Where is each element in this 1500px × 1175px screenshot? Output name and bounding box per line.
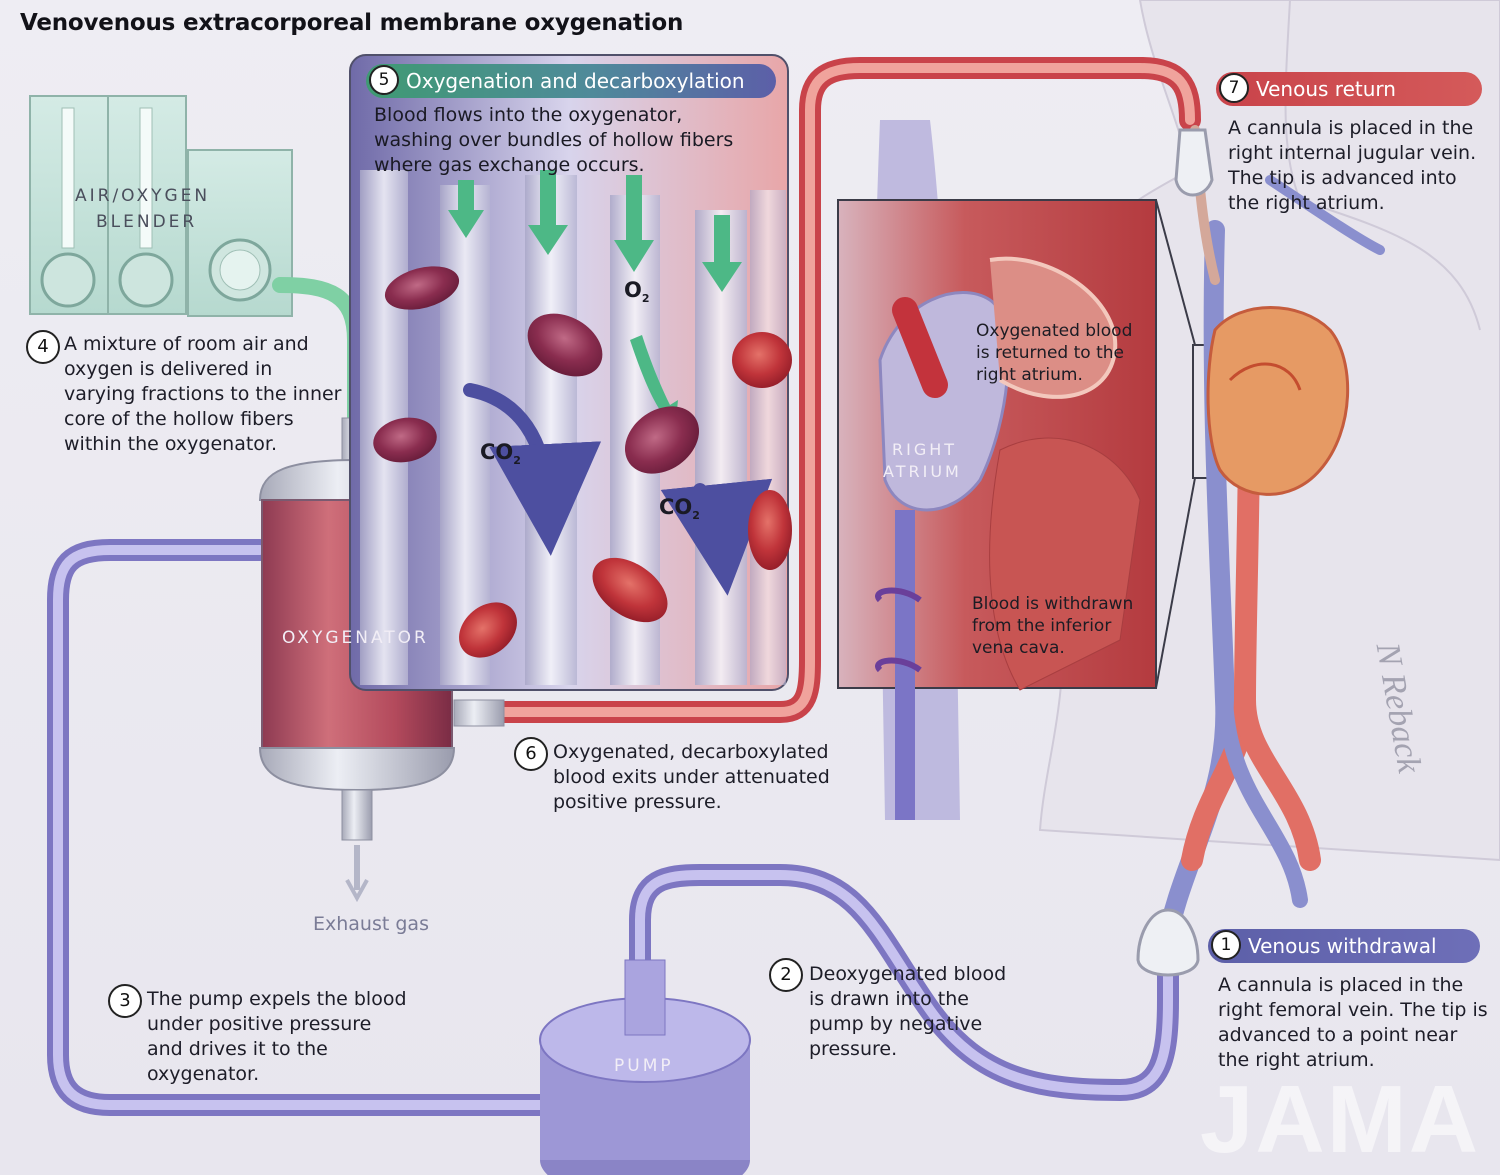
jugular-cannula [1174,128,1214,197]
step-5-number: 5 [369,65,399,95]
venous-tubing [47,539,1179,1116]
jama-watermark: JAMA [1200,1066,1481,1173]
co2-label-left: CO2 [480,440,521,468]
green-flow-arrows [448,170,742,430]
step-7-band: 7 Venous return [1216,72,1482,106]
right-atrium-label-line2: ATRIUM [883,462,962,481]
step-7-heading: Venous return [1256,77,1396,101]
blender-label-line2: BLENDER [96,212,198,232]
step-2-number: 2 [769,958,803,992]
step-6-text: Oxygenated, decarboxylated blood exits u… [553,741,830,813]
pump-label: PUMP [614,1056,674,1076]
step-1-number: 1 [1211,930,1241,960]
step-3-number: 3 [108,984,142,1018]
step-5-band: 5 Oxygenation and decarboxylation [366,64,776,98]
femoral-cannula [1136,908,1200,977]
fiber-inset [349,54,792,691]
step-4-text: A mixture of room air and oxygen is deli… [64,333,342,455]
step-5-heading: Oxygenation and decarboxylation [406,69,745,93]
step-6-number: 6 [514,737,548,771]
pump-device [539,959,751,1175]
inset-withdrawn-text: Blood is withdrawn from the inferior ven… [972,594,1134,658]
step-1-text: A cannula is placed in the right femoral… [1218,974,1488,1071]
heart [1206,306,1350,496]
blender-label-line1: AIR/OXYGEN [75,186,211,206]
step-7-number: 7 [1219,73,1249,103]
blender-device [29,95,293,317]
step-5-text: Blood flows into the oxygenator, washing… [374,104,734,176]
blue-flow-arrows [463,383,773,596]
oxygenator-label: OXYGENATOR [282,628,429,648]
heart-inset [837,120,1276,820]
o2-label: O2 [624,278,650,306]
page-title: Venovenous extracorporeal membrane oxyge… [20,10,684,36]
step-2-text: Deoxygenated blood is drawn into the pum… [809,963,1007,1060]
step-1-band: 1 Venous withdrawal [1208,929,1480,963]
step-7-text: A cannula is placed in the right interna… [1228,117,1477,214]
step-3-text: The pump expels the blood under positive… [147,988,407,1085]
right-atrium-label-line1: RIGHT [892,440,958,459]
co2-label-right: CO2 [659,495,700,523]
exhaust-label: Exhaust gas [313,913,429,935]
arterial-tubing [489,57,1201,723]
step-1-heading: Venous withdrawal [1248,934,1437,958]
red-blood-cells [373,266,792,658]
step-4-number: 4 [26,330,60,364]
inset-oxygenated-text: Oxygenated blood is returned to the righ… [976,321,1133,385]
